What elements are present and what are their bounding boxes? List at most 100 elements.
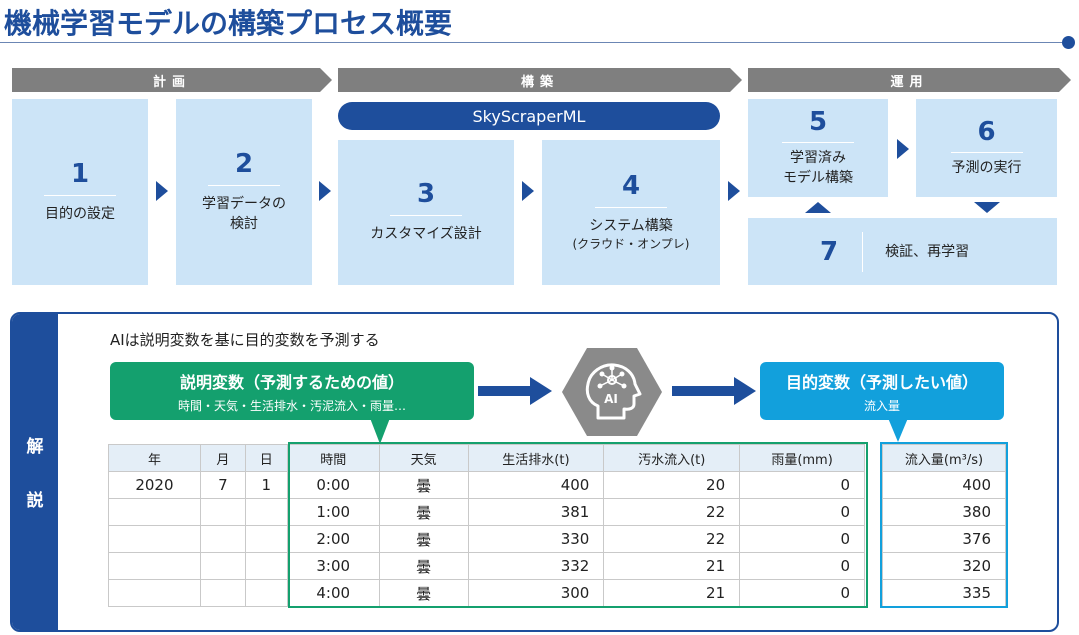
step-number: 4 [621,171,641,201]
table-cell: 1:00 [286,498,380,526]
step-4: 4 システム構築 (クラウド・オンプレ) [542,140,720,285]
step-number: 6 [977,116,996,147]
table-cell: 300 [467,579,605,607]
page-title: 機械学習モデルの構築プロセス概要 [4,7,453,40]
table-cell [199,498,246,526]
step-number: 3 [416,179,436,209]
explanatory-columns-highlight [288,442,868,608]
step-2: 2 学習データの 検討 [176,99,312,285]
column-header: 天気 [378,444,469,472]
step-divider [862,231,864,272]
table-cell: 7 [199,471,246,499]
table-cell [199,525,246,553]
table-cell [244,498,288,526]
table-cell: 400 [882,471,1006,499]
table-cell [244,525,288,553]
callout-title: 目的変数（予測したい値） [785,373,978,392]
arrow-up-icon [805,202,831,213]
table-cell [108,552,201,580]
phase-planning: 計画 [12,68,332,92]
step-number: 2 [234,148,254,179]
step-sublabel: (クラウド・オンプレ) [572,237,690,251]
arrow-right-icon [522,181,534,201]
step-number: 1 [70,158,90,189]
column-header: 日 [244,444,288,472]
ai-brain-icon: AI [562,348,662,436]
step-divider [595,207,667,208]
step-label: 予測の実行 [951,159,1022,176]
table-cell [199,579,246,607]
table-cell: 曇 [378,498,469,526]
panel-side-label: 解 説 [12,314,58,630]
title-divider [0,42,1062,43]
arrow-right-icon [319,181,331,201]
table-cell: 曇 [378,471,469,499]
table-cell: 380 [882,498,1006,526]
step-number: 5 [808,106,828,137]
step-divider [208,184,280,186]
table-row: 335 [882,579,1006,607]
ai-label: AI [604,392,618,406]
table-cell: 1 [244,471,288,499]
table-cell: 4:00 [286,579,380,607]
step-label: システム構築 [589,218,673,234]
table-cell: 330 [467,525,605,553]
callout-subtitle: 流入量 [863,399,900,413]
table-cell: 0:00 [286,471,380,499]
table-header-row: 流入量(m³/s) [882,444,1006,472]
arrow-right-icon [897,139,909,159]
explanatory-variable-callout: 説明変数（予測するための値） 時間・天気・生活排水・汚泥流入・雨量… [110,362,474,420]
step-divider [390,215,462,216]
callout-pointer [370,418,390,444]
column-header: 汚水流入(t) [603,444,741,472]
target-variable-callout: 目的変数（予測したい値） 流入量 [760,362,1004,420]
column-header: 年 [108,444,201,472]
tool-pill: SkyScraperML [338,102,720,130]
column-header: 流入量(m³/s) [882,444,1006,472]
step-6: 6 予測の実行 [916,99,1057,197]
callout-pointer [888,418,908,442]
explanation-panel: 解 説 [10,312,1059,632]
table-cell: 320 [882,552,1006,580]
table-cell: 21 [603,552,741,580]
arrow-right-icon [530,377,552,405]
side-label-char: 解 [26,437,44,457]
callout-subtitle: 時間・天気・生活排水・汚泥流入・雨量… [177,399,406,413]
table-cell: 3:00 [286,552,380,580]
side-label-char: 説 [26,491,44,511]
column-header: 月 [199,444,246,472]
table-row: 320 [882,552,1006,580]
flow-arrow-shaft [672,386,734,396]
table-cell: 0 [739,498,865,526]
callout-title: 説明変数（予測するための値） [179,373,404,392]
step-7: 7 検証、再学習 [748,218,1057,285]
table-row: 380 [882,498,1006,526]
table-cell [199,552,246,580]
table-cell: 335 [882,579,1006,607]
ai-head-icon: AI [585,363,642,420]
table-cell [244,579,288,607]
column-header: 時間 [286,444,380,472]
arrow-down-icon [974,202,1000,213]
title-dot-icon [1062,36,1075,49]
table-cell: 22 [603,525,741,553]
table-cell [108,579,201,607]
step-1: 1 目的の設定 [12,99,148,285]
table-cell [108,525,201,553]
table-cell: 2020 [108,471,201,499]
step-divider [950,151,1023,153]
phase-operation: 運用 [748,68,1071,92]
table-row: 400 [882,471,1006,499]
table-cell: 400 [467,471,605,499]
step-divider [782,141,854,143]
step-3: 3 カスタマイズ設計 [338,140,514,285]
phase-building: 構築 [338,68,742,92]
table-cell [108,498,201,526]
step-number: 7 [820,236,839,267]
step-label: 目的の設定 [45,205,115,222]
